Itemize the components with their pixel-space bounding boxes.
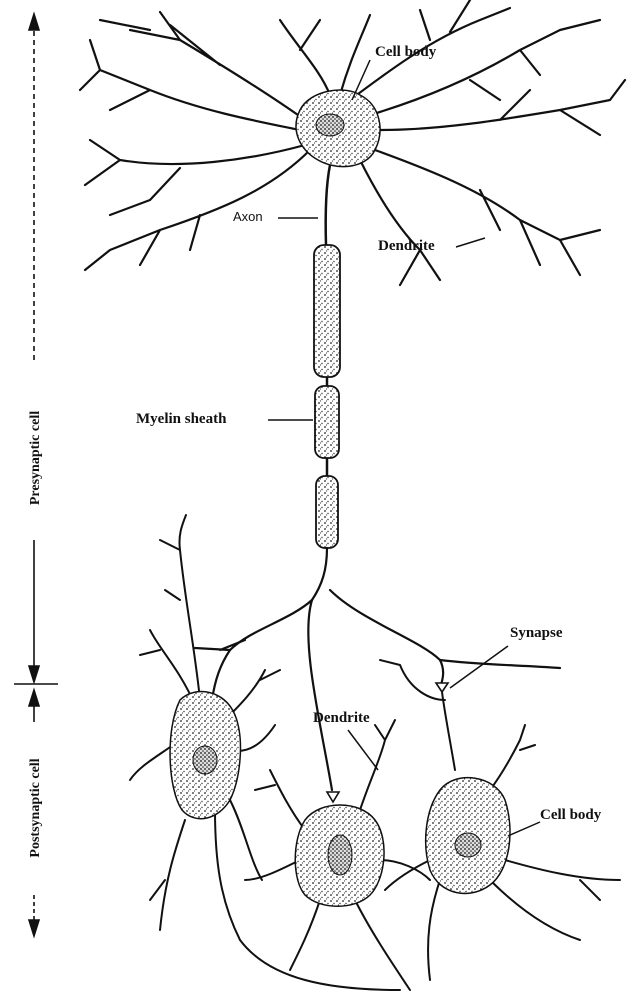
axon-terminals xyxy=(195,548,560,790)
center-post-nucleus xyxy=(328,835,352,875)
left-post-nucleus xyxy=(193,746,217,774)
synaptic-knob xyxy=(436,683,448,692)
top-nucleus xyxy=(316,114,344,136)
label-dendrite-top: Dendrite xyxy=(378,238,435,255)
myelin-segment xyxy=(314,245,340,377)
label-dendrite-bottom: Dendrite xyxy=(313,710,370,727)
label-presynaptic-cell: Presynaptic cell xyxy=(28,393,44,523)
label-axon: Axon xyxy=(233,209,263,224)
presynaptic-arrow xyxy=(29,14,39,682)
label-postsynaptic-cell: Postsynaptic cell xyxy=(28,738,44,878)
label-cell-body-bottom: Cell body xyxy=(540,807,601,824)
myelin-segment xyxy=(316,476,338,548)
myelin-segment xyxy=(315,386,339,458)
synaptic-knob xyxy=(327,792,339,802)
label-synapse: Synapse xyxy=(510,625,563,642)
label-myelin-sheath: Myelin sheath xyxy=(136,411,226,428)
label-cell-body-top: Cell body xyxy=(375,44,436,61)
leader-lines xyxy=(268,60,540,836)
right-post-nucleus xyxy=(455,833,481,857)
